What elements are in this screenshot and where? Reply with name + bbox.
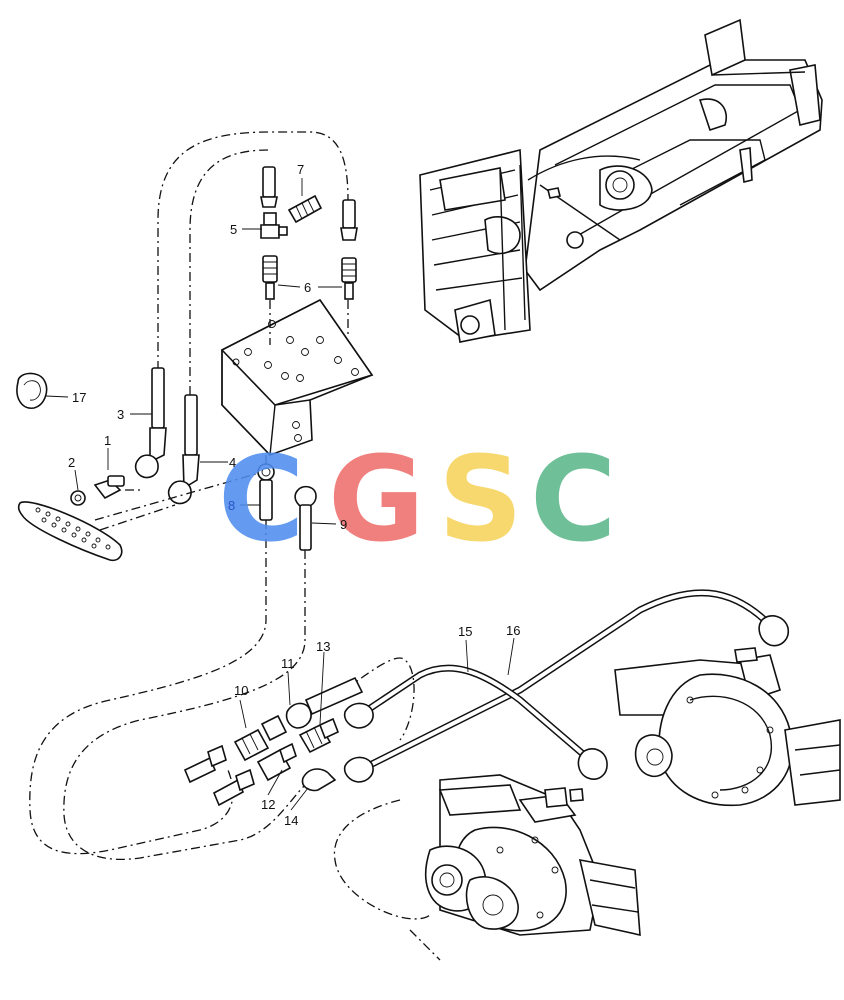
callout-17: 17 <box>72 390 86 405</box>
rear-axle-illustration <box>614 647 841 807</box>
leader-lines <box>45 178 515 811</box>
fittings-group-10-14 <box>183 676 374 807</box>
chassis-frame-illustration <box>419 18 823 343</box>
valve-block-assembly <box>220 298 374 457</box>
fittings-group-5-6-7 <box>260 166 358 300</box>
watermark-letter-4: C <box>530 430 617 568</box>
watermark-letter-3: S <box>438 430 523 568</box>
callout-15: 15 <box>458 624 472 639</box>
callout-9: 9 <box>340 517 347 532</box>
callout-13: 13 <box>316 639 330 654</box>
watermark-logo: C G S C <box>218 430 617 568</box>
callout-2: 2 <box>68 455 75 470</box>
small-parts-left <box>16 372 271 562</box>
dashed-hose-loops <box>29 520 441 961</box>
callout-14: 14 <box>284 813 298 828</box>
plate-holes <box>35 507 111 550</box>
callout-6: 6 <box>304 280 311 295</box>
callout-10: 10 <box>234 683 248 698</box>
callout-numbers: 1 2 3 4 5 6 7 8 9 10 11 12 13 14 15 16 1… <box>68 162 520 828</box>
watermark-letter-2: G <box>328 430 425 568</box>
callout-8: 8 <box>228 498 235 513</box>
callout-3: 3 <box>117 407 124 422</box>
callout-4: 4 <box>229 455 236 470</box>
fittings-8-9 <box>257 455 317 551</box>
callout-1: 1 <box>104 433 111 448</box>
watermark-letter-1: C <box>218 430 305 568</box>
dashed-hose-top <box>157 131 349 395</box>
callout-12: 12 <box>261 797 275 812</box>
front-axle-illustration <box>425 774 641 937</box>
callout-16: 16 <box>506 623 520 638</box>
callout-5: 5 <box>230 222 237 237</box>
callout-11: 11 <box>281 656 295 671</box>
hoses-3-4 <box>134 367 200 505</box>
hose-assemblies-15-16 <box>356 589 790 780</box>
callout-7: 7 <box>297 162 304 177</box>
